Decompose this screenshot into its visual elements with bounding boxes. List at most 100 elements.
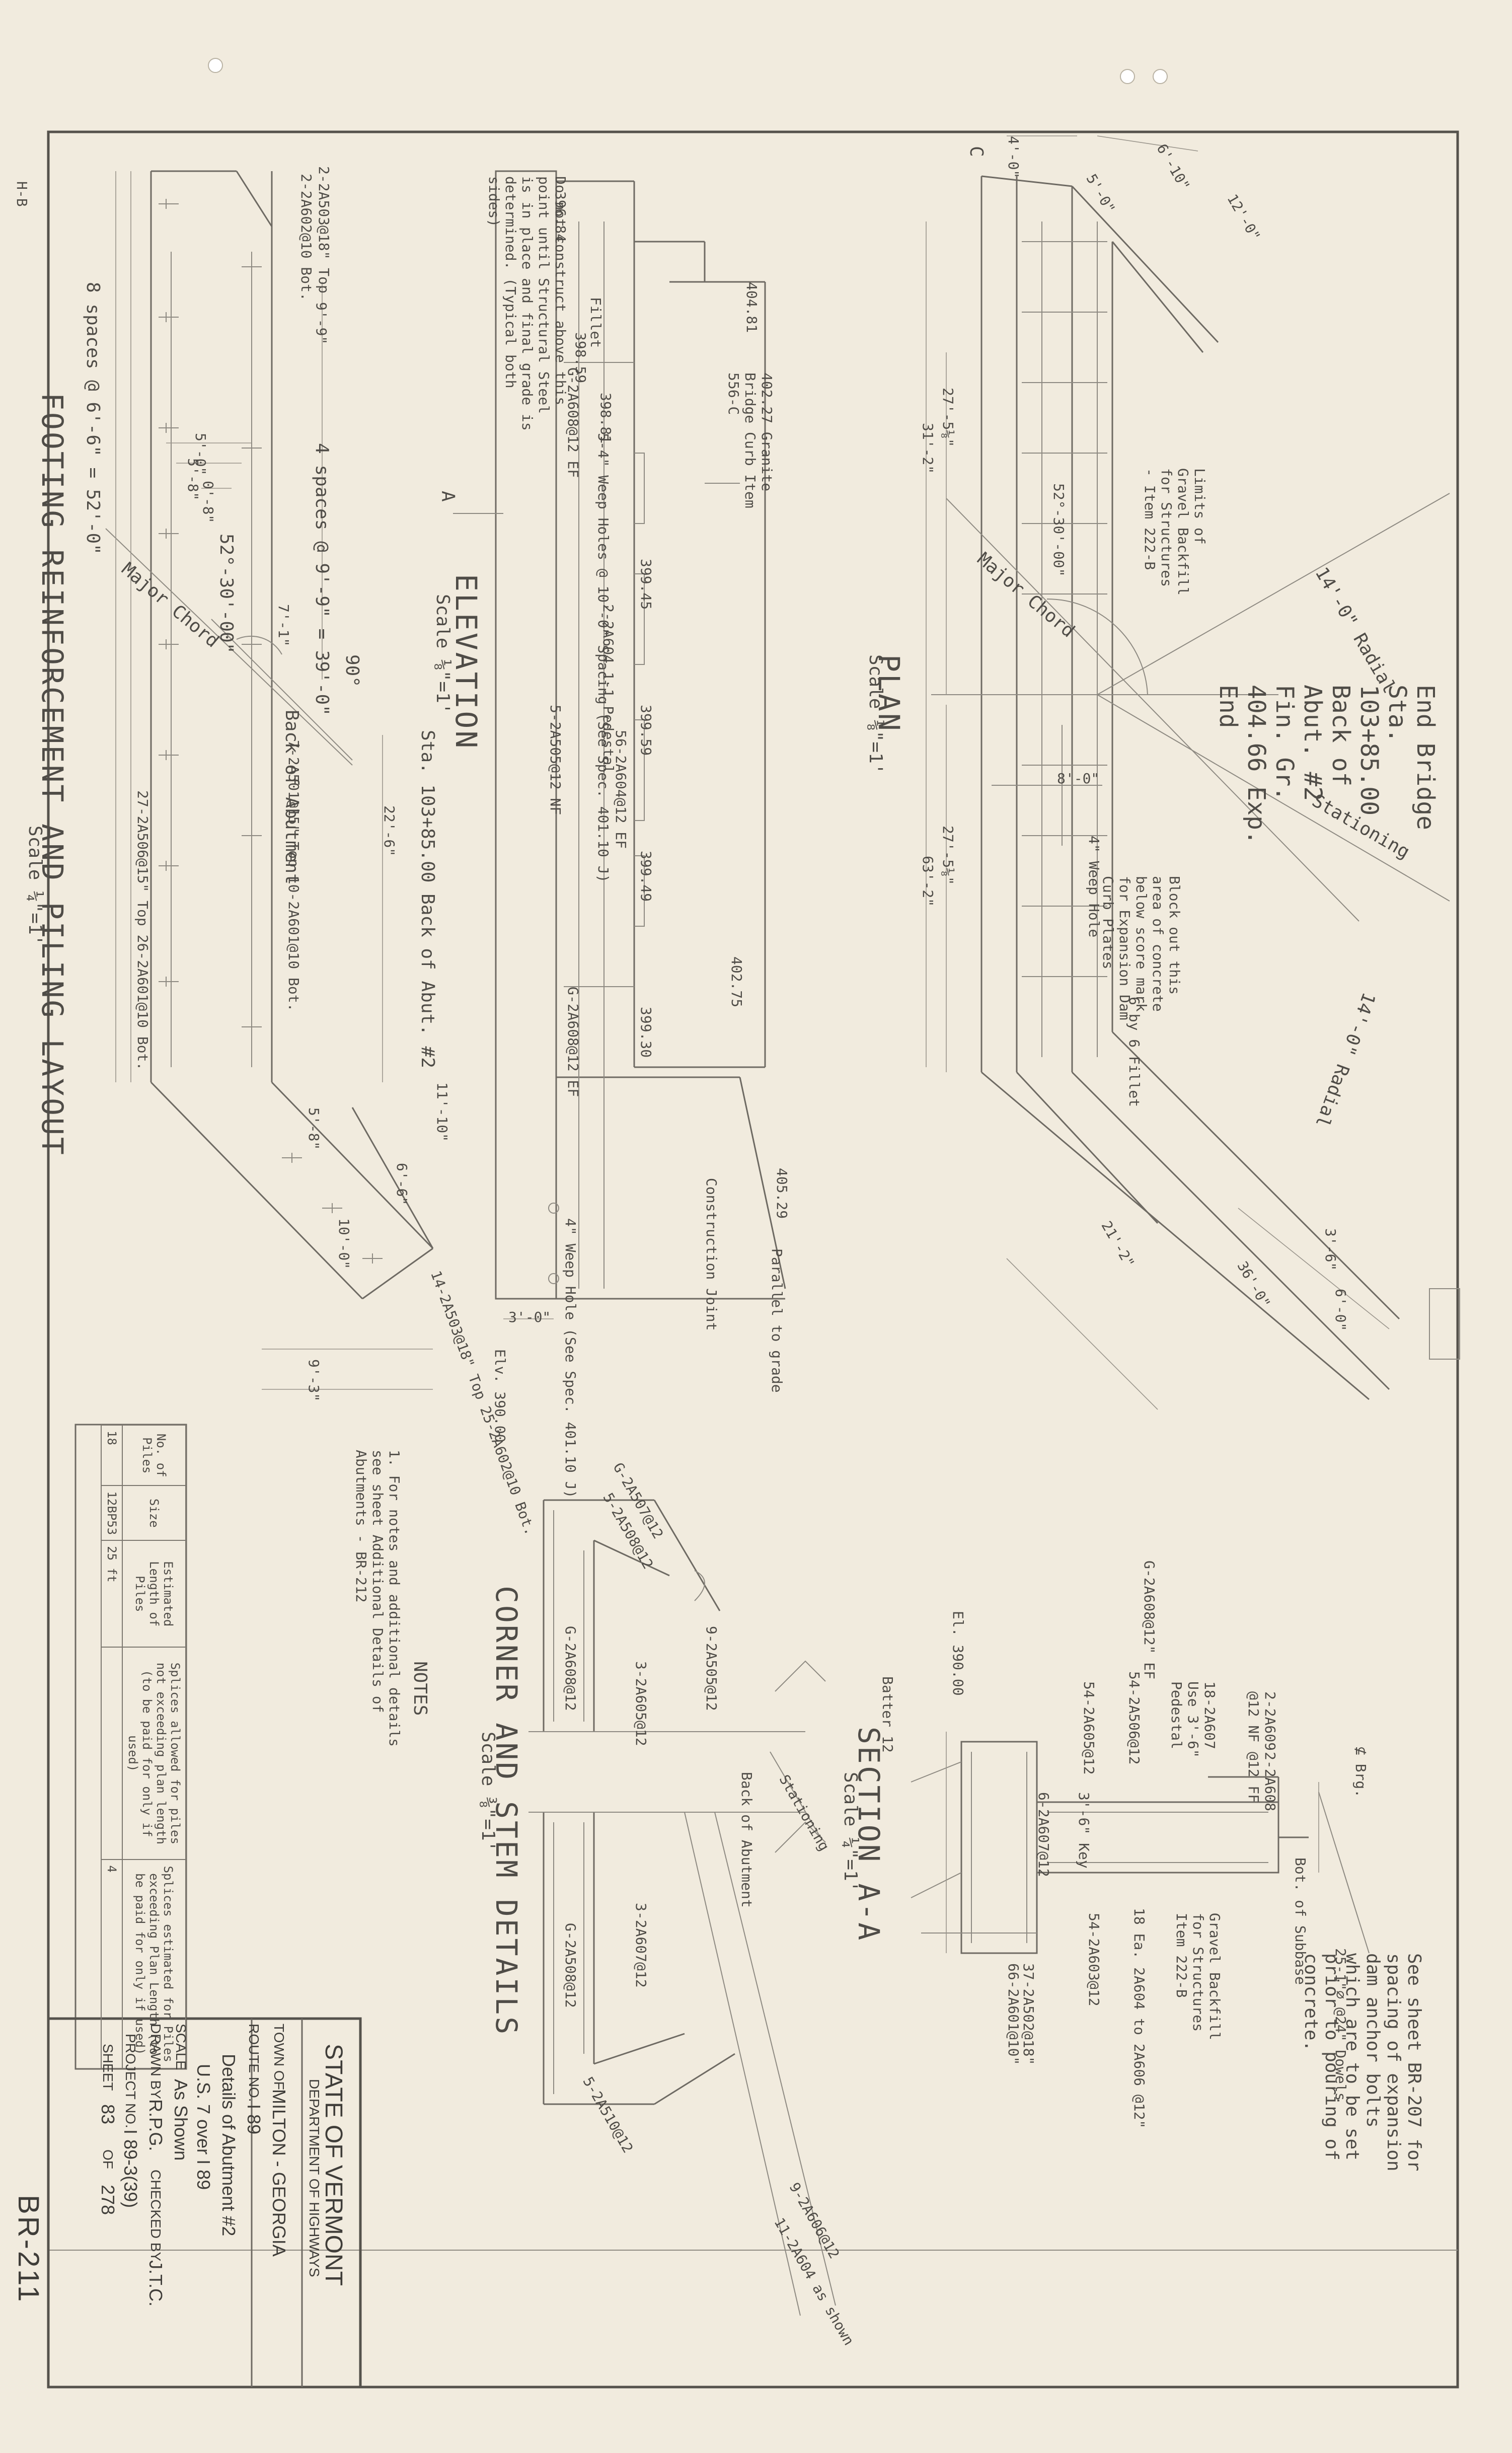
footing-station: Sta. 103+85.00 Back of Abut. #2 <box>417 730 438 1068</box>
title-sheet-id: BR-211 <box>12 2195 45 2304</box>
footing-bars-lower: 27-2A506@15" Top 26-2A601@10 Bot. <box>134 790 151 1071</box>
plan-dim-6: 31'-2" <box>920 423 936 474</box>
piles-cell-splices-allowed <box>101 1647 122 1860</box>
piles-header-count: No. of Piles <box>122 1425 186 1486</box>
title-of-label: OF <box>100 2149 116 2169</box>
footing-bars-mid: 7-2A501@15" Top 10-2A601@10 Bot. <box>285 740 302 1012</box>
plan-dim-1: 4'-0" <box>1005 136 1022 179</box>
title-desc-2: U.S. 7 over I 89 <box>193 2064 214 2190</box>
title-town: MILTON - GEORGIA <box>269 2089 289 2257</box>
corner-bar-6: 3-2A607@12 <box>633 1903 649 1988</box>
elevation-elev-8: 399.30 <box>638 1007 654 1058</box>
corner-bar-4: 9-2A505@12 <box>703 1626 720 1711</box>
section-aa-gravel: Gravel Backfill for Structures Item 222-… <box>1173 1913 1223 2040</box>
section-aa-bar-9: 18 Ea. 2A604 to 2A606 @12" <box>1131 1908 1148 2129</box>
punch-hole <box>1153 69 1168 84</box>
footing-dim-5: 7'-1" <box>275 604 292 647</box>
footing-right-angle: 90° <box>342 654 362 688</box>
title-sheet-label: SHEET <box>100 2044 116 2091</box>
corner-scale: Scale ⅜"=1' <box>478 1732 498 1852</box>
piles-cell-splices-estimated: 4 <box>101 1860 122 2068</box>
elevation-scale: Scale ⅛"=1' <box>432 594 453 714</box>
footing-dim-11: 10'-0" <box>336 1218 352 1270</box>
section-aa-bar-8: 54-2A603@12 <box>1086 1913 1102 2006</box>
plan-dim-12: 3'-6" <box>1322 1228 1339 1271</box>
footing-spacing: 8 spaces @ 6'-6" = 52'-0" <box>83 282 103 555</box>
title-sheet: 83 <box>98 2104 118 2125</box>
footing-spacing-4: 4 spaces @ 9'-9" = 39'-0" <box>312 443 332 716</box>
footing-dim-8: 9'-3" <box>306 1359 322 1402</box>
elevation-bars-5: G-2A608@12 EF <box>565 987 581 1097</box>
elevation-section-mark: A <box>437 491 458 502</box>
piles-cell-size: 12BP53 <box>101 1485 122 1541</box>
piles-cell-length: 25 ft <box>101 1540 122 1648</box>
elevation-drawing <box>453 170 786 1319</box>
footing-dim-1: 9'-9" <box>313 302 330 345</box>
section-aa-note: See sheet BR-207 for spacing of expansio… <box>1301 1953 1424 2172</box>
section-aa-drawing <box>911 1732 1370 1954</box>
footing-dim-4: 0'-8" <box>200 481 216 524</box>
section-aa-bar-1: G-2A608@12" EF <box>1141 1560 1158 1680</box>
section-aa-bar-7: 6-2A607@12 <box>1035 1792 1052 1877</box>
corner-bar-5: G-2A608@12 <box>562 1626 579 1711</box>
elevation-elev-10: 405.29 <box>774 1168 790 1219</box>
footing-dim-6: 22'-6" <box>381 805 398 857</box>
plan-dim-8: 63'-2" <box>920 856 936 907</box>
footing-title: FOOTING REINFORCEMENT AND PILING LAYOUT <box>35 393 69 1157</box>
plan-fillet: 6 by 6 Fillet <box>1126 997 1143 1107</box>
elevation-bars-3: 5-2A505@12 NF <box>547 705 564 815</box>
title-block-frame <box>47 2017 362 2389</box>
plan-gravel-backfill: Limits of Gravel Backfill for Structures… <box>1142 468 1208 596</box>
title-scale: As Shown <box>171 2079 191 2161</box>
footing-bars-top: 2-2A503@18" Top <box>316 166 332 293</box>
title-route-label: ROUTE NO. <box>246 2024 262 2102</box>
sheet-border <box>47 130 1459 2389</box>
section-aa-batter: Batter 12 <box>879 1676 896 1753</box>
punch-hole <box>208 58 223 73</box>
piles-header-length: Estimated Length of Piles <box>122 1540 186 1648</box>
title-of: 278 <box>98 2185 118 2215</box>
plan-section-mark: C <box>966 146 987 157</box>
plan-dim-5: 27'-5⅛" <box>940 388 956 448</box>
elevation-elev-7: 399.49 <box>638 851 654 902</box>
title-project-label: PROJECT NO. <box>123 2034 138 2128</box>
elevation-curb: 402.27 Granite Bridge Curb Item 556-C <box>725 373 775 508</box>
title-scale-label: SCALE <box>173 2024 189 2070</box>
elevation-weep-hole: 4" Weep Hole (See Spec. 401.10 J) <box>562 1218 579 1499</box>
footing-scale: Scale ¼"=1' <box>25 826 45 946</box>
title-checked-label: CHECKED BY <box>148 2170 164 2262</box>
corner-bar-3: 3-2A605@12 <box>633 1661 649 1746</box>
footing-bars-bot: 2-2A602@10 Bot. <box>298 174 315 301</box>
elevation-bars-1: G-2A608@12 EF <box>565 367 581 478</box>
corner-stamp: H-B <box>14 181 30 207</box>
elevation-elev-1: 404.81 <box>743 282 760 333</box>
piles-header-size: Size <box>122 1485 186 1541</box>
elevation-fillet: Fillet <box>587 297 604 348</box>
title-drawn-label: DRAWN BY <box>148 2024 164 2099</box>
section-aa-bar-5: 54-2A506@12 <box>1126 1671 1143 1765</box>
elevation-parallel-to-grade: Parallel to grade <box>769 1248 785 1393</box>
footing-dim-9: 11'-10" <box>434 1082 450 1142</box>
title-checked: J.T.C. <box>145 2260 166 2307</box>
plan-dim-9: 8'-0" <box>1057 770 1100 787</box>
plan-end-bridge: End Bridge Sta. 103+85.00 Back of Abut. … <box>1214 685 1440 845</box>
elevation-bottom-elev: Elv. 390.00 <box>492 1349 508 1443</box>
section-aa-scale: Scale ¼"=1' <box>840 1772 861 1892</box>
plan-dim-7: 27'-5⅛" <box>940 826 956 885</box>
plan-drawing <box>926 135 1460 1410</box>
elevation-dim: 3'-0" <box>508 1309 551 1325</box>
section-aa-elev: El. 390.00 <box>950 1611 966 1696</box>
section-aa-bar-10: 3'-6" Key <box>1076 1792 1092 1869</box>
plan-dim-13: 6'-0" <box>1332 1289 1349 1331</box>
section-aa-dowels: 25-1"⌀ @24" Dowels <box>1332 1948 1349 2101</box>
section-aa-bar-11: 37-2A502@18" <box>1020 1963 1037 2065</box>
title-project: I 89-3(39) <box>120 2129 141 2208</box>
corner-back-of-abut: Back of Abutment <box>738 1772 755 1908</box>
elevation-elev-6: 399.59 <box>638 705 654 756</box>
section-aa-bar-3: 2-2A609 @12 NF <box>1245 1691 1278 1751</box>
piles-table: No. of Piles Size Estimated Length of Pi… <box>101 1425 186 2069</box>
section-aa-bar-2: 18-2A607 Use 3'-6" Pedestal <box>1168 1681 1218 1758</box>
title-state: STATE OF VERMONT <box>320 2044 347 2286</box>
elevation-title: ELEVATION <box>449 574 483 751</box>
